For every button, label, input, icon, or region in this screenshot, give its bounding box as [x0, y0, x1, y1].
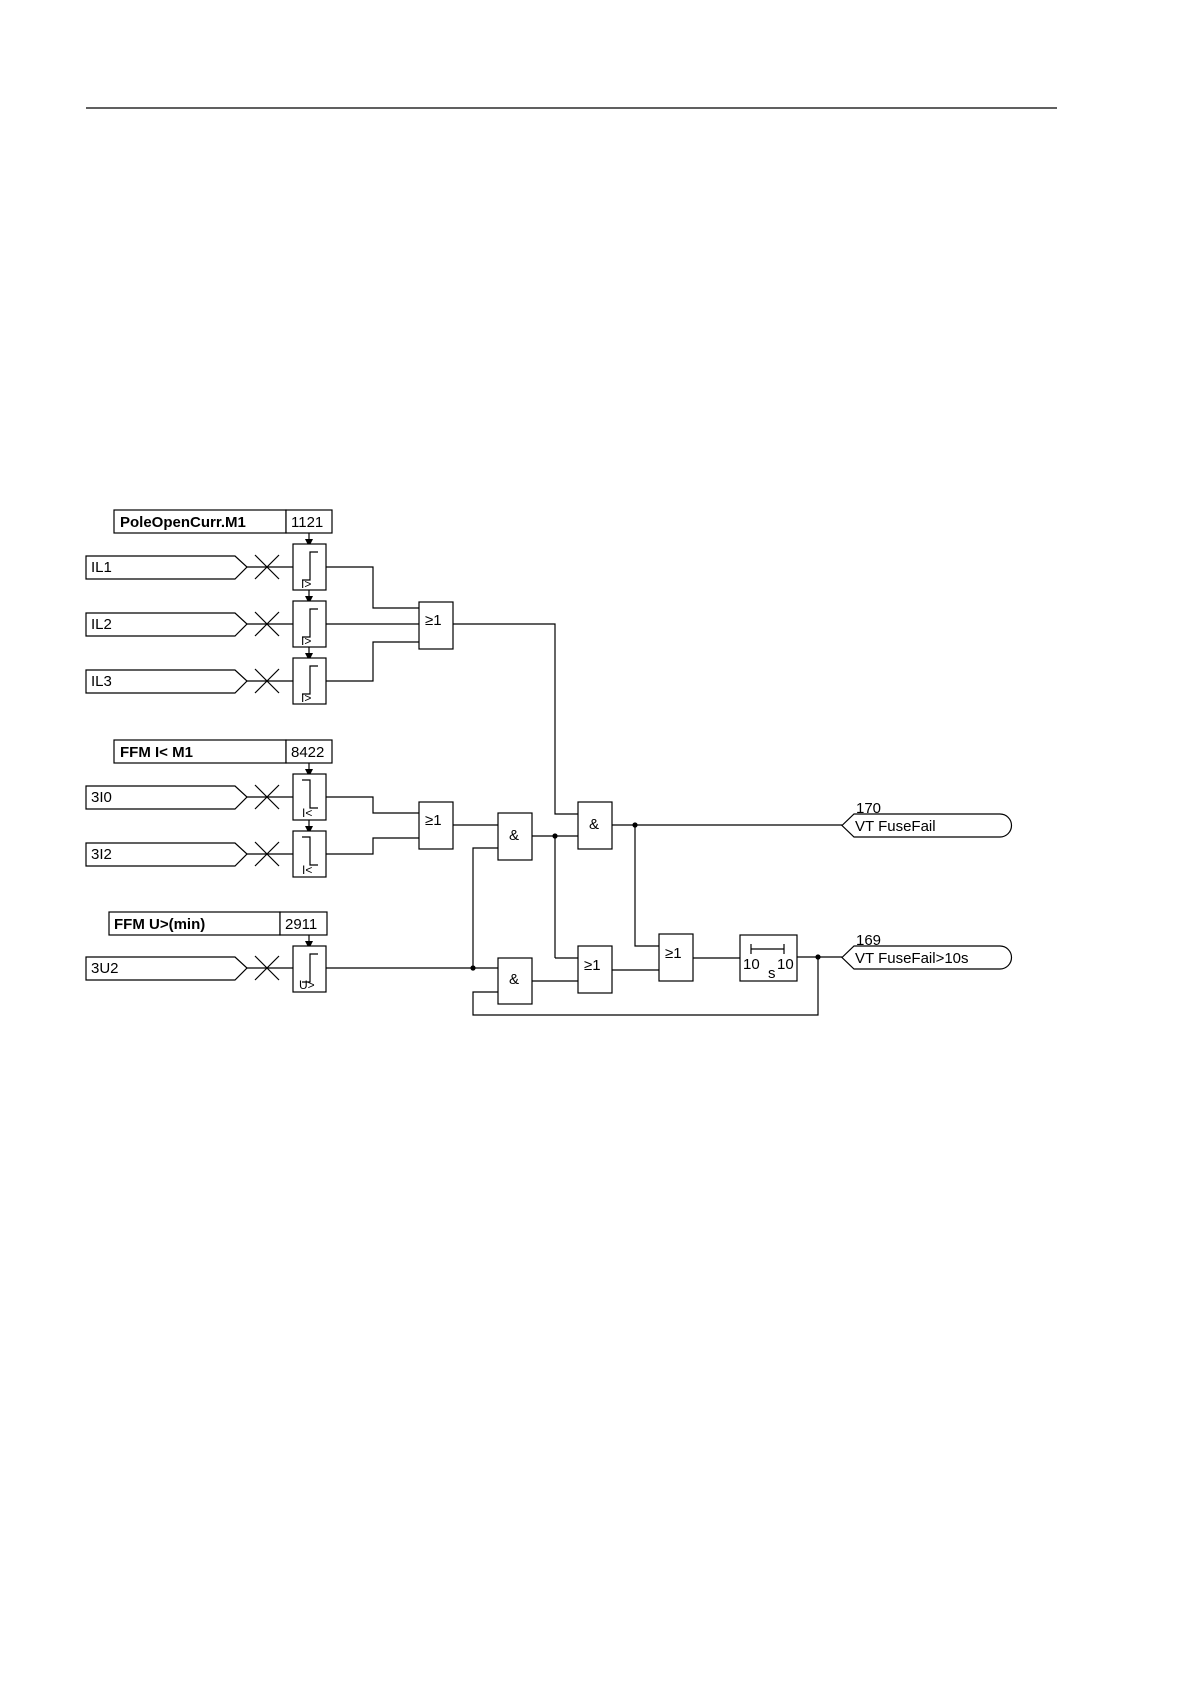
input-il3: IL3	[86, 670, 247, 693]
input-3i0: 3I0	[86, 786, 247, 809]
setting-ffm-u-min: FFM U>(min) 2911	[109, 912, 327, 935]
gate-label: ≥1	[665, 945, 682, 962]
gate-label: ≥1	[584, 957, 601, 974]
and-gate-upper: &	[498, 813, 532, 860]
input-label: IL3	[91, 673, 112, 690]
or-gate-lower: ≥1	[578, 946, 612, 993]
input-3i2: 3I2	[86, 843, 247, 866]
output-vt-fusefail-10s: 169 VT FuseFail>10s	[842, 932, 1012, 969]
comparator-3u2: U>	[293, 946, 326, 992]
or-gate-timer: ≥1	[659, 934, 693, 981]
comparator-label: I<	[302, 863, 312, 877]
input-label: 3I2	[91, 846, 112, 863]
gate-label: &	[509, 827, 519, 844]
and-gate-output: &	[578, 802, 612, 849]
or-gate-seq-currents: ≥1	[419, 802, 453, 849]
setting-name: FFM U>(min)	[114, 916, 205, 933]
output-label: VT FuseFail>10s	[855, 950, 969, 967]
setting-ffm-i-min: FFM I< M1 8422	[114, 740, 332, 763]
setting-address: 1121	[291, 514, 323, 531]
and-gate-lower: &	[498, 958, 532, 1004]
setting-address: 2911	[285, 916, 317, 933]
gate-label: ≥1	[425, 812, 442, 829]
input-3u2: 3U2	[86, 957, 247, 980]
input-label: IL2	[91, 616, 112, 633]
timer-dropout: 10	[777, 956, 794, 973]
comparator-il3: I>	[293, 658, 326, 705]
setting-pole-open-curr: PoleOpenCurr.M1 1121	[114, 510, 332, 533]
comparator-label: U>	[299, 978, 315, 992]
input-label: IL1	[91, 559, 112, 576]
comparator-il2: I>	[293, 601, 326, 648]
setting-name: FFM I< M1	[120, 744, 193, 761]
setting-name: PoleOpenCurr.M1	[120, 514, 246, 531]
setting-address: 8422	[291, 744, 324, 761]
comparator-3i2: I<	[293, 831, 326, 877]
input-il2: IL2	[86, 613, 247, 636]
input-label: 3U2	[91, 960, 119, 977]
comparator-3i0: I<	[293, 774, 326, 820]
gate-label: ≥1	[425, 612, 442, 629]
input-label: 3I0	[91, 789, 112, 806]
timer-unit: s	[768, 965, 776, 982]
timer-block: 10 s 10	[740, 935, 797, 982]
timer-pickup: 10	[743, 956, 760, 973]
gate-label: &	[589, 816, 599, 833]
comparator-label: I>	[301, 634, 311, 648]
or-gate-phase-currents: ≥1	[419, 602, 453, 649]
comparator-label: I>	[301, 691, 311, 705]
output-vt-fusefail: 170 VT FuseFail	[842, 800, 1012, 837]
comparator-il1: I>	[293, 544, 326, 591]
comparator-label: I>	[301, 577, 311, 591]
output-label: VT FuseFail	[855, 818, 936, 835]
gate-label: &	[509, 971, 519, 988]
input-il1: IL1	[86, 556, 247, 579]
comparator-label: I<	[302, 806, 312, 820]
